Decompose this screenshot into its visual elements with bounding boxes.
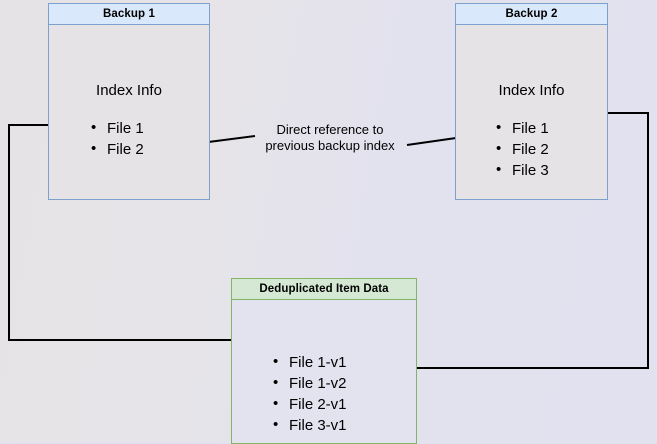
list-item: File 2 <box>496 138 549 160</box>
node-backup2[interactable]: Backup 2 Index Info File 1 File 2 File 3 <box>455 3 608 200</box>
node-dedup-body: File 1-v1 File 1-v2 File 2-v1 File 3-v1 <box>231 300 417 444</box>
node-backup2-title: Backup 2 <box>455 3 608 25</box>
edge-label-line-2: previous backup index <box>265 138 395 153</box>
list-item: File 2-v1 <box>273 393 347 415</box>
list-item: File 3-v1 <box>273 414 347 436</box>
node-backup2-file-list: File 1 File 2 File 3 <box>496 117 549 181</box>
node-backup1[interactable]: Backup 1 Index Info File 1 File 2 <box>48 3 210 200</box>
node-backup1-title: Backup 1 <box>48 3 210 25</box>
node-backup2-body: Index Info File 1 File 2 File 3 <box>455 25 608 200</box>
node-dedup-file-list: File 1-v1 File 1-v2 File 2-v1 File 3-v1 <box>273 351 347 436</box>
edge-label-direct-reference: Direct reference to previous backup inde… <box>250 122 410 154</box>
edge-label-line-1: Direct reference to <box>276 122 384 137</box>
node-backup1-file-list: File 1 File 2 <box>91 117 144 160</box>
list-item: File 1 <box>496 117 549 139</box>
list-item: File 3 <box>496 159 549 181</box>
list-item: File 2 <box>91 138 144 160</box>
edge-backup2-file1-to-dedup <box>385 112 649 373</box>
node-backup1-subtitle: Index Info <box>96 82 162 99</box>
list-item: File 1 <box>91 117 144 139</box>
node-deduplicated-item-data[interactable]: Deduplicated Item Data File 1-v1 File 1-… <box>231 278 417 444</box>
list-item: File 1-v2 <box>273 372 347 394</box>
node-backup2-subtitle: Index Info <box>498 82 565 99</box>
list-item: File 1-v1 <box>273 351 347 373</box>
node-dedup-title: Deduplicated Item Data <box>231 278 417 300</box>
node-backup1-body: Index Info File 1 File 2 <box>48 25 210 200</box>
